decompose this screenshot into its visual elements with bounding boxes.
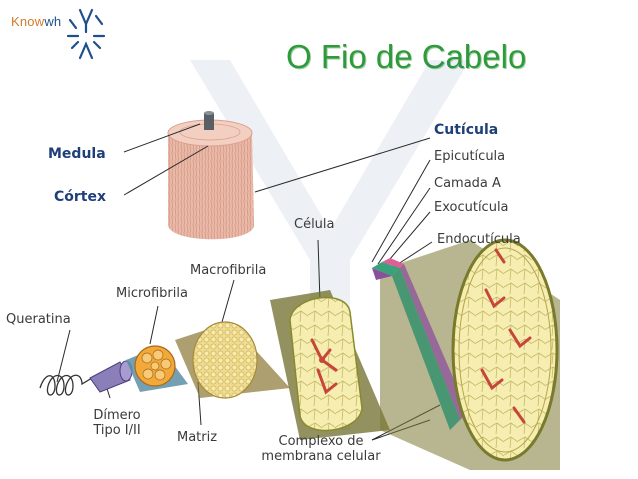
page-title: O Fio de Cabelo — [286, 38, 527, 75]
label-exocuticula: Exocutícula — [434, 200, 509, 215]
label-dimero: Dímero Tipo I/II — [93, 408, 141, 438]
label-celula: Célula — [294, 217, 335, 232]
macrofibril-bundle — [175, 321, 290, 399]
label-cuticula: Cutícula — [434, 122, 499, 138]
keratin-coil — [39, 374, 93, 396]
logo-y-mark-icon — [66, 8, 106, 60]
label-macrofibrila: Macrofibrila — [190, 263, 267, 278]
label-matriz: Matriz — [177, 430, 218, 445]
label-endocuticula: Endocutícula — [437, 232, 521, 247]
label-epicuticula: Epicutícula — [434, 149, 506, 164]
fiber-cross-section — [372, 238, 560, 470]
label-complexo-membrana: Complexo de membrana celular — [261, 434, 381, 464]
dimer-segment — [89, 360, 133, 393]
knowwhy-logo: Knowwh — [4, 2, 114, 66]
logo-wordmark: Knowwh — [11, 14, 62, 29]
watermark-y-shape — [190, 60, 470, 430]
label-cortex: Córtex — [54, 189, 107, 205]
label-camada-a: Camada A — [434, 176, 501, 191]
microfibril-bundle — [126, 345, 188, 392]
hair-strand-cylinder — [167, 111, 254, 240]
label-medula: Medula — [48, 146, 106, 162]
label-queratina: Queratina — [6, 312, 71, 327]
leader-lines — [56, 123, 441, 441]
cell-segment — [270, 290, 390, 440]
label-microfibrila: Microfibrila — [116, 286, 188, 301]
